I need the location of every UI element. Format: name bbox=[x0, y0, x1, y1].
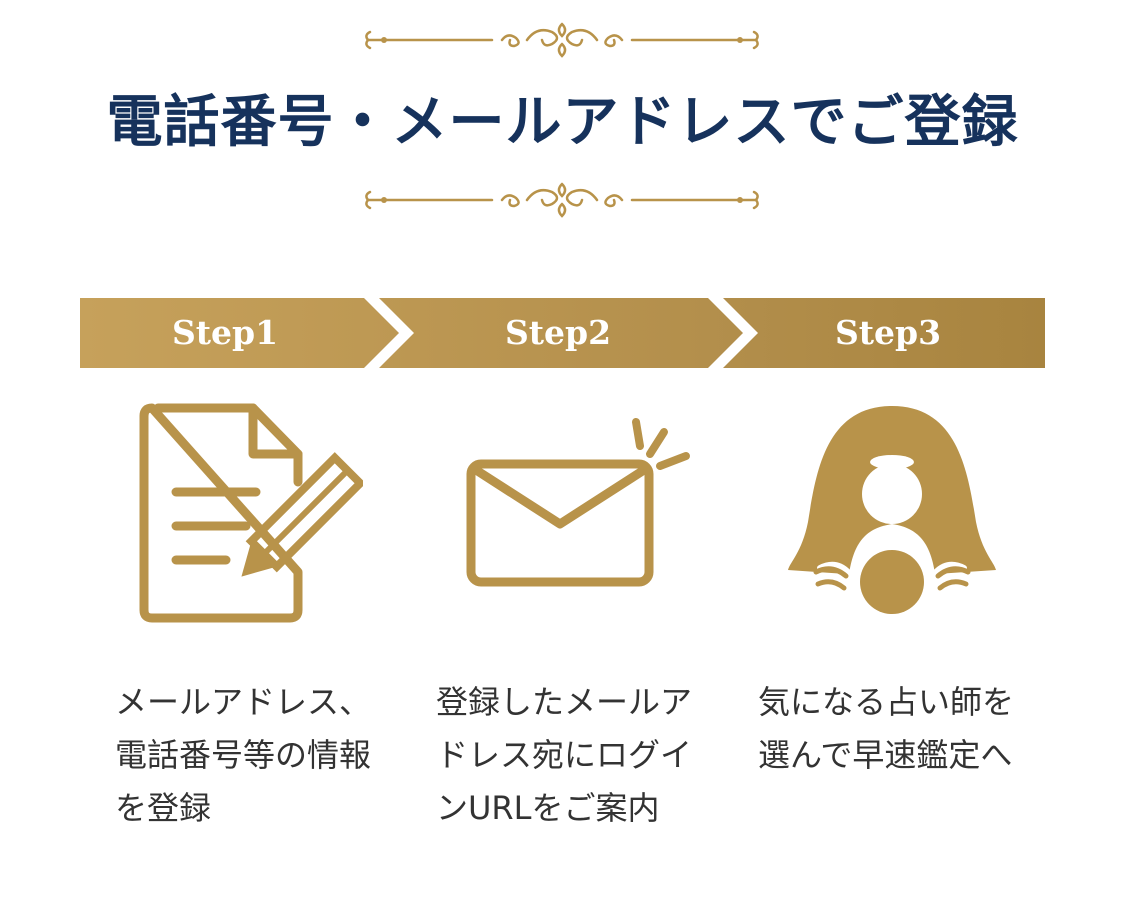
fortune-teller-icon bbox=[788, 406, 996, 620]
step-label-2: Step2 bbox=[504, 313, 612, 352]
step-description-2: 登録したメールアドレス宛にログインURLをご案内 bbox=[436, 683, 693, 827]
step-chevron-1 bbox=[80, 298, 399, 368]
envelope-icon bbox=[466, 418, 690, 587]
step-description-1: メールアドレス、電話番号等の情報を登録 bbox=[115, 683, 372, 827]
ornament-divider-bottom bbox=[365, 182, 759, 218]
step-chevron-3 bbox=[723, 298, 1045, 368]
step-chevron-2 bbox=[379, 298, 743, 368]
step-label-1: Step1 bbox=[171, 313, 279, 352]
page-title: 電話番号・メールアドレスでご登録 bbox=[106, 89, 1019, 155]
document-pencil-icon bbox=[139, 403, 363, 623]
ornament-divider-top bbox=[365, 22, 759, 58]
step-description-3: 気になる占い師を選んで早速鑑定へ bbox=[758, 683, 1015, 774]
steps-progress-bar: Step1 Step2 Step3 bbox=[80, 298, 1045, 368]
step-label-3: Step3 bbox=[834, 313, 942, 352]
